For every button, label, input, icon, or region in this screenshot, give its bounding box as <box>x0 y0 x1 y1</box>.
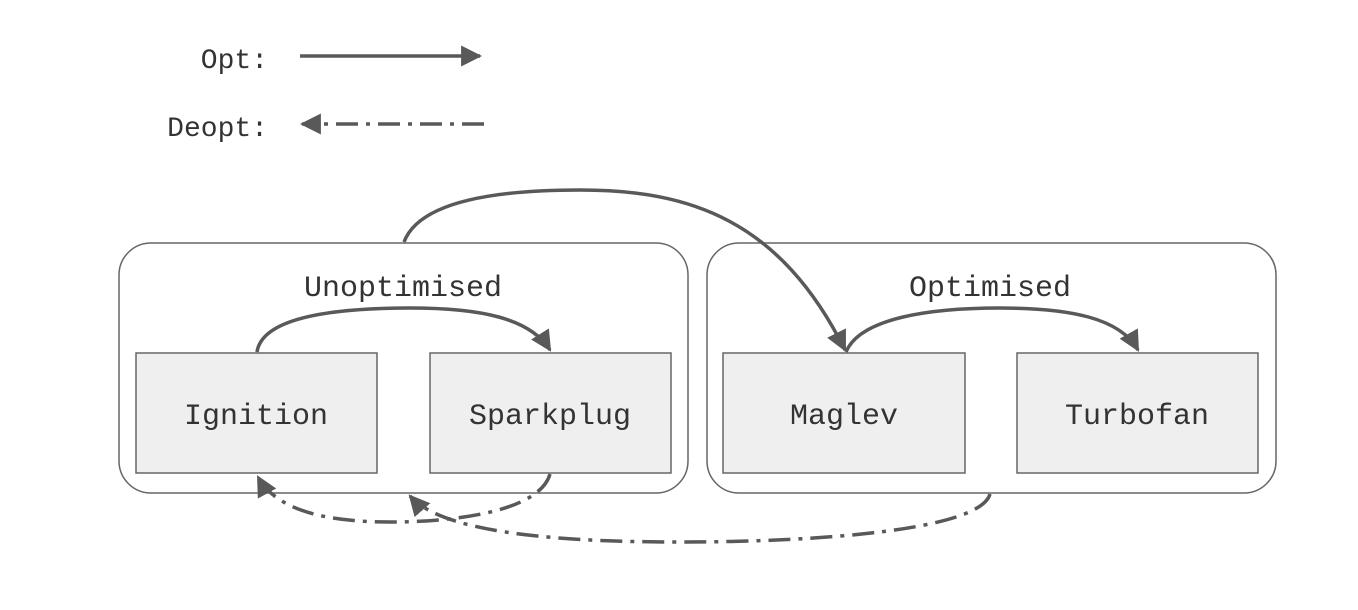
optimised-group <box>706 242 1277 494</box>
deopt-arrow-sparkplug-to-ignition <box>256 473 552 524</box>
legend-opt-label: Opt: <box>201 46 268 77</box>
sparkplug-label: Sparkplug <box>469 400 631 434</box>
ignition-node <box>135 352 378 474</box>
legend-deopt-label: Deopt: <box>167 114 268 145</box>
sparkplug-node <box>429 352 672 474</box>
unoptimised-group-label: Unoptimised <box>304 272 502 306</box>
turbofan-label: Turbofan <box>1065 400 1209 434</box>
maglev-label: Maglev <box>790 400 898 434</box>
turbofan-node <box>1016 352 1259 474</box>
ignition-label: Ignition <box>184 400 328 434</box>
opt-arrow-maglev-to-turbofan <box>844 306 1140 353</box>
unoptimised-group <box>118 242 689 494</box>
deopt-arrow-optimised-to-unoptimised <box>408 493 992 544</box>
maglev-node <box>722 352 966 474</box>
opt-arrow-ignition-to-sparkplug <box>255 306 552 353</box>
optimised-group-label: Optimised <box>909 272 1071 306</box>
opt-arrow-unoptimised-to-maglev <box>402 188 847 352</box>
legend: Opt: Deopt: <box>167 45 484 145</box>
